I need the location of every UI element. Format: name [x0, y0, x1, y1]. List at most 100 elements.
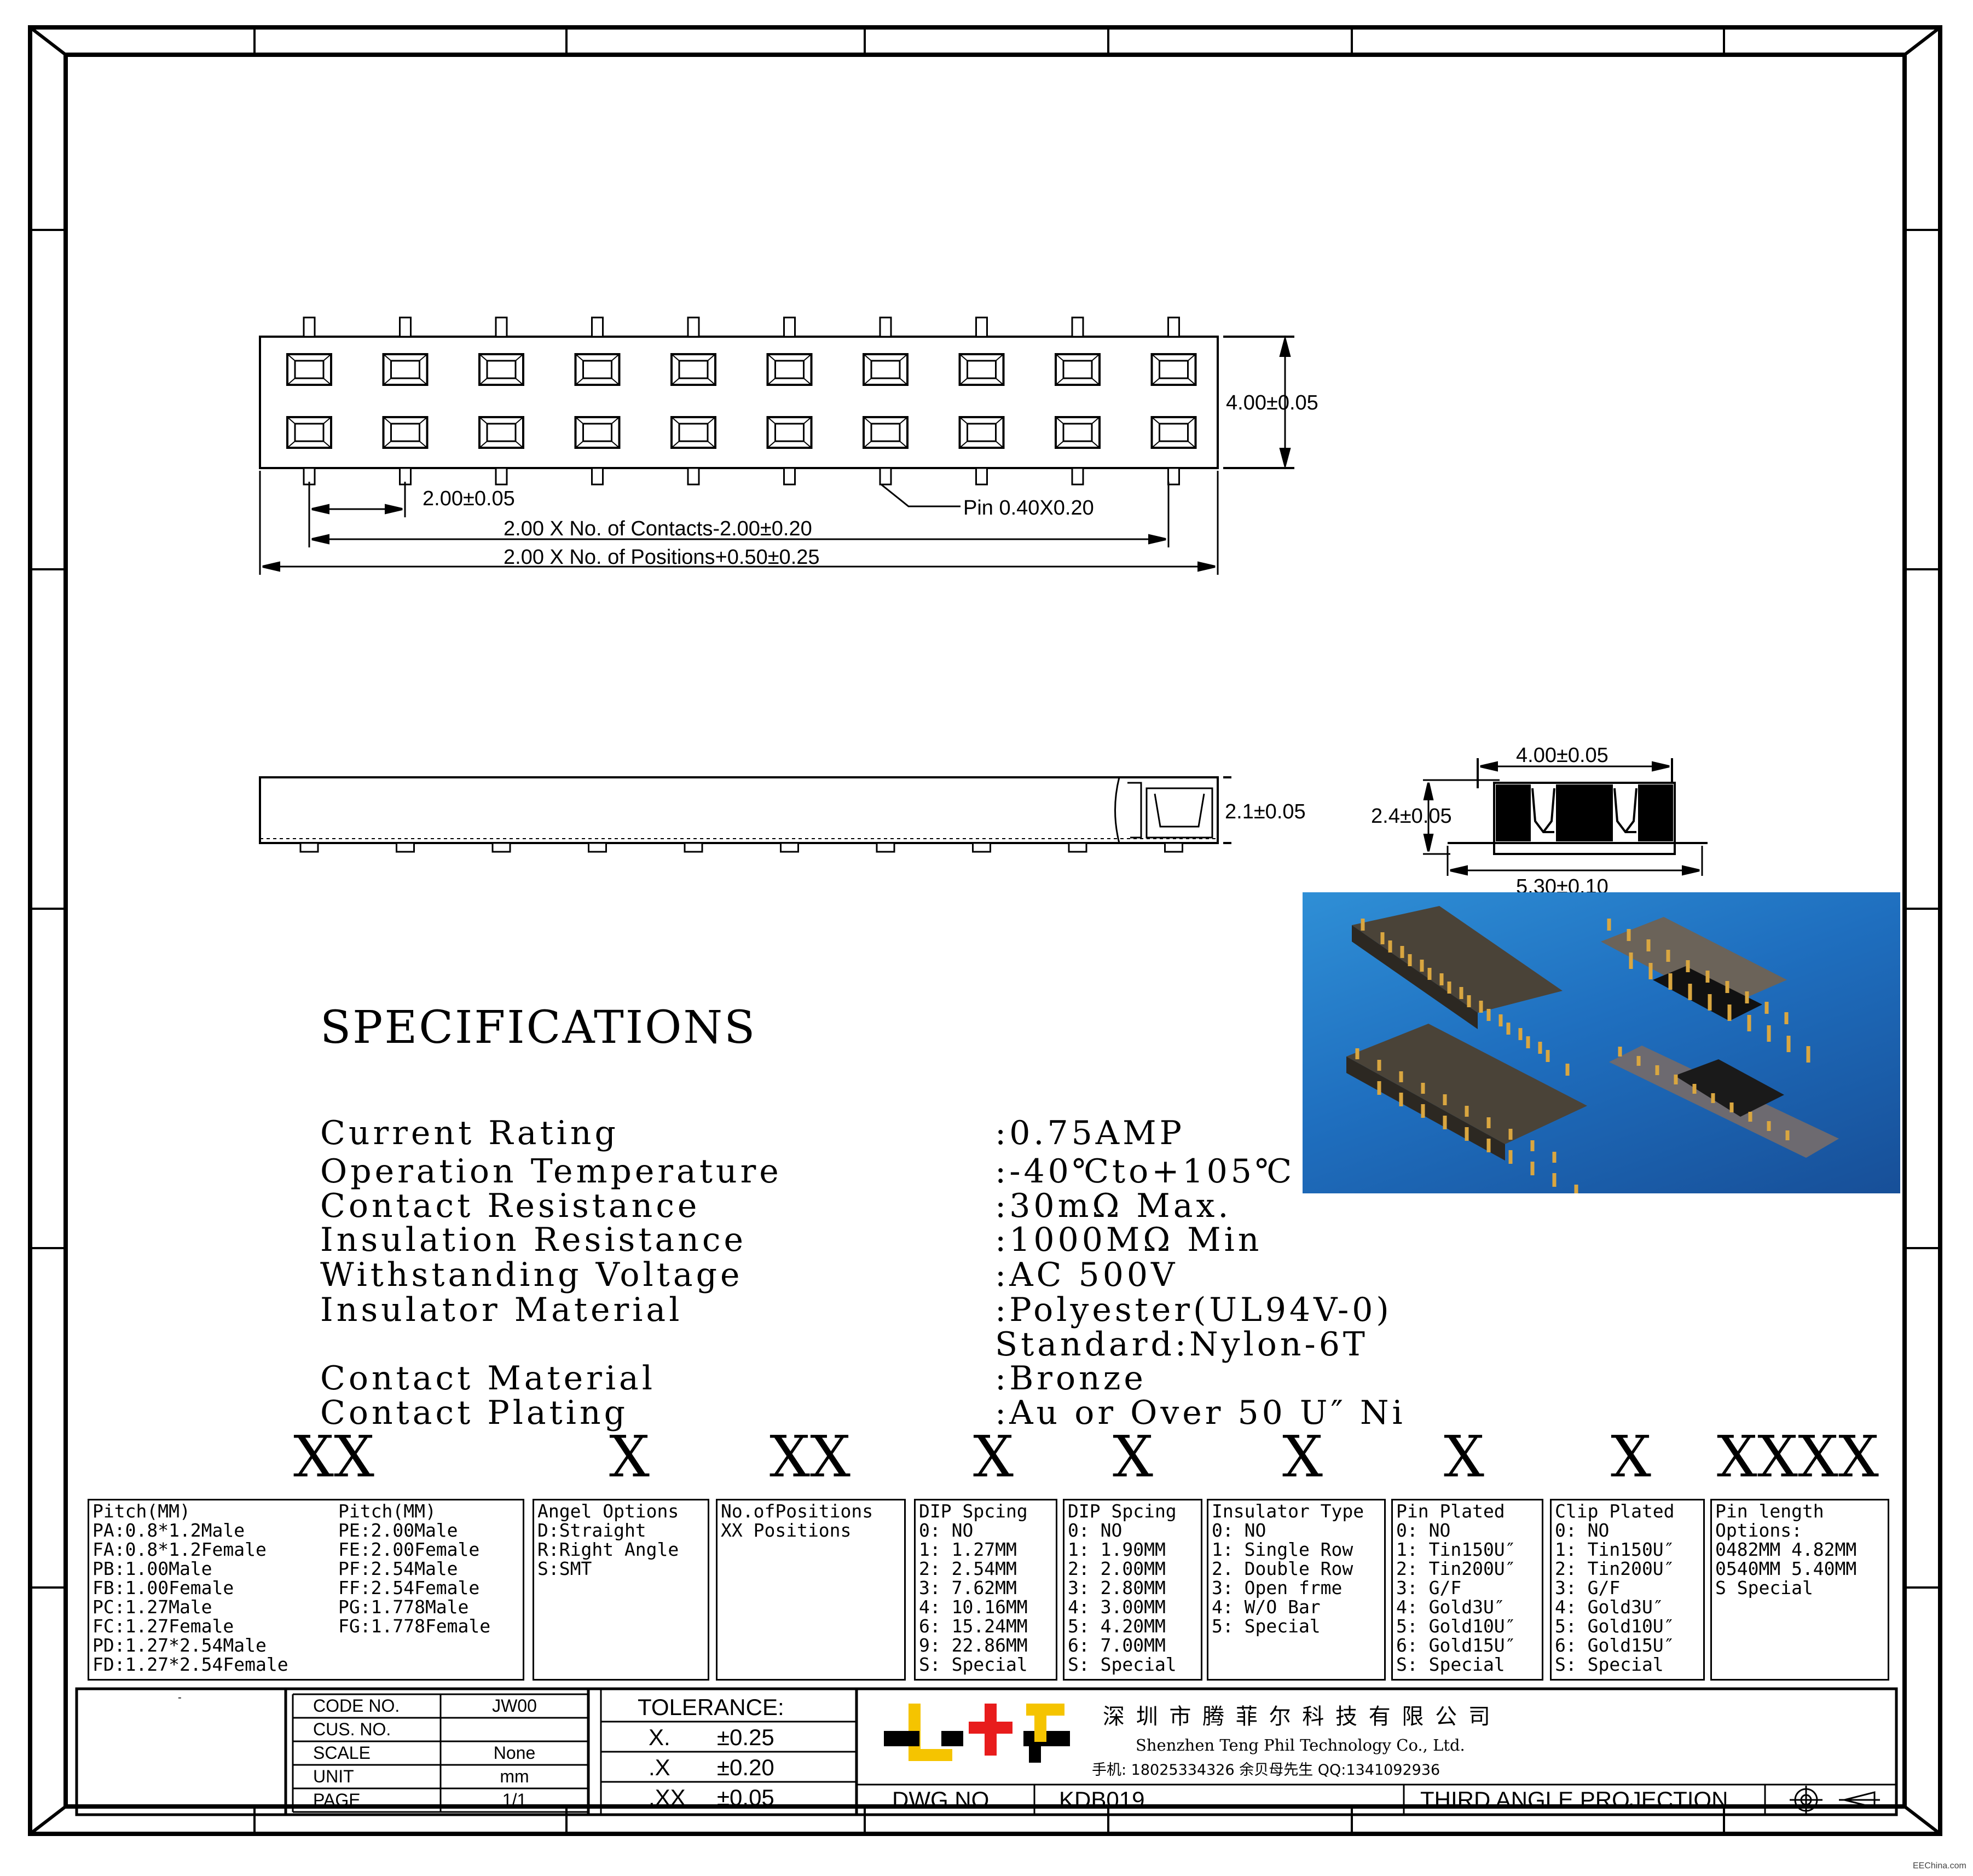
option-line: D:Straight [537, 1520, 646, 1541]
top-pin [1071, 316, 1084, 338]
spec-label: Insulation Resistance [320, 1221, 747, 1259]
tolerance-value: ±0.25 [717, 1724, 774, 1750]
tolerance-label: TOLERANCE: [638, 1694, 784, 1720]
spec-label: Contact Resistance [320, 1187, 701, 1225]
spec-value: :0.75AMP [995, 1114, 1185, 1152]
side-view-pins [299, 842, 1183, 853]
spec-value: :1000MΩ Min [995, 1221, 1263, 1259]
code-letter: X [973, 1423, 1014, 1490]
code-letter: X [1282, 1423, 1323, 1490]
connector-top-left [1352, 906, 1563, 1029]
field-value: None [493, 1743, 536, 1763]
dwg-no-value: KDB019 [1059, 1787, 1145, 1812]
contact-cavity [478, 416, 524, 449]
option-line: 0482MM 4.82MM [1715, 1539, 1857, 1560]
option-line: 0: NO [1068, 1520, 1123, 1541]
option-line: PF:2.54Male [338, 1558, 458, 1579]
option-line: 1: 1.90MM [1068, 1539, 1166, 1560]
field-label: UNIT [313, 1767, 354, 1786]
option-line: XX Positions [721, 1520, 852, 1541]
contact-cavity [863, 353, 909, 386]
option-line: 6: 7.00MM [1068, 1635, 1166, 1656]
option-line: 0540MM 5.40MM [1715, 1558, 1857, 1579]
contact-cavity [1150, 353, 1197, 386]
option-line: 5: Special [1212, 1615, 1321, 1637]
field-value: 1/1 [502, 1790, 527, 1810]
bottom-pin [879, 467, 892, 486]
bottom-pin [1167, 467, 1180, 486]
option-line: 2: 2.54MM [919, 1558, 1017, 1579]
option-line: S:SMT [537, 1558, 592, 1579]
option-line: 6: 15.24MM [919, 1615, 1028, 1637]
field-label: CODE NO. [313, 1696, 400, 1716]
pin-label: Pin 0.40X0.20 [963, 497, 1094, 519]
option-line: 4: 3.00MM [1068, 1596, 1166, 1618]
bottom-pin [495, 467, 508, 486]
contact-cavity [1150, 416, 1197, 449]
contact-cavity [382, 353, 429, 386]
top-pin [399, 316, 412, 338]
option-line: 4: Gold3U″ [1396, 1596, 1505, 1618]
option-line: 3: 2.80MM [1068, 1577, 1166, 1598]
side-pin [588, 842, 607, 853]
top-pin [495, 316, 508, 338]
option-heading: Insulator Type [1212, 1500, 1364, 1522]
bottom-pin [975, 467, 988, 486]
contact-cavity [670, 416, 716, 449]
spec-value: :AC 500V [995, 1256, 1178, 1294]
field-value: JW00 [492, 1696, 537, 1716]
top-pin [1167, 316, 1180, 338]
option-line: 4: W/O Bar [1212, 1596, 1321, 1618]
contact-cavity [1055, 353, 1101, 386]
bottom-pin [687, 467, 700, 486]
option-line: 3: G/F [1396, 1577, 1462, 1598]
side-pin [684, 842, 703, 853]
end-view-dimension-text: 4.00±0.05 2.4±0.05 5.30±0.10 [1371, 744, 1609, 898]
top-pin [303, 316, 316, 338]
option-line: 0: NO [1555, 1520, 1610, 1541]
contacts-dimension-label: 2.00 X No. of Contacts-2.00±0.20 [504, 517, 812, 540]
top-pin [687, 316, 700, 338]
side-pin [972, 842, 991, 853]
code-letter: XXXX [1716, 1423, 1879, 1490]
option-line: FA:0.8*1.2Female [92, 1539, 267, 1560]
code-letter: XX [769, 1423, 851, 1490]
side-height-label: 2.1±0.05 [1225, 800, 1306, 823]
top-view-contacts [286, 316, 1197, 486]
side-pin [1068, 842, 1087, 853]
option-heading: Pitch(MM) [92, 1500, 190, 1522]
option-line: S: Special [1068, 1654, 1177, 1675]
contact-cavity [766, 353, 813, 386]
top-view [259, 316, 1294, 575]
connector-gold-pins [1355, 919, 1810, 1193]
option-line: R:Right Angle [537, 1539, 679, 1560]
company-logo [884, 1704, 1070, 1763]
option-line: 2: Tin200U″ [1555, 1558, 1675, 1579]
option-line: S: Special [1555, 1654, 1664, 1675]
contact-cavity [574, 353, 621, 386]
sheet-border [28, 25, 1942, 1836]
option-line: S: Special [1396, 1654, 1505, 1675]
option-line: FF:2.54Female [338, 1577, 480, 1598]
top-pin [879, 316, 892, 338]
contact-cavity [286, 416, 332, 449]
contact-cavity [574, 416, 621, 449]
spec-label: Contact Material [320, 1359, 656, 1398]
spec-label: Insulator Material [320, 1291, 683, 1329]
option-line: S Special [1715, 1577, 1813, 1598]
projection-label: THIRD ANGLE PROJECTION [1420, 1787, 1728, 1812]
side-pin [491, 842, 511, 853]
side-pin [396, 842, 415, 853]
dwg-no-label: DWG NO. [892, 1787, 996, 1812]
option-line: 1: Single Row [1212, 1539, 1353, 1560]
spec-value: :Bronze [995, 1359, 1147, 1398]
top-view-dimension-text: 4.00±0.05 2.00±0.05 Pin 0.40X0.20 2.00 X… [423, 391, 1318, 569]
option-line: 5: Gold10U″ [1396, 1615, 1516, 1637]
blank-mark: - [178, 1692, 182, 1704]
option-line: PE:2.00Male [338, 1520, 458, 1541]
